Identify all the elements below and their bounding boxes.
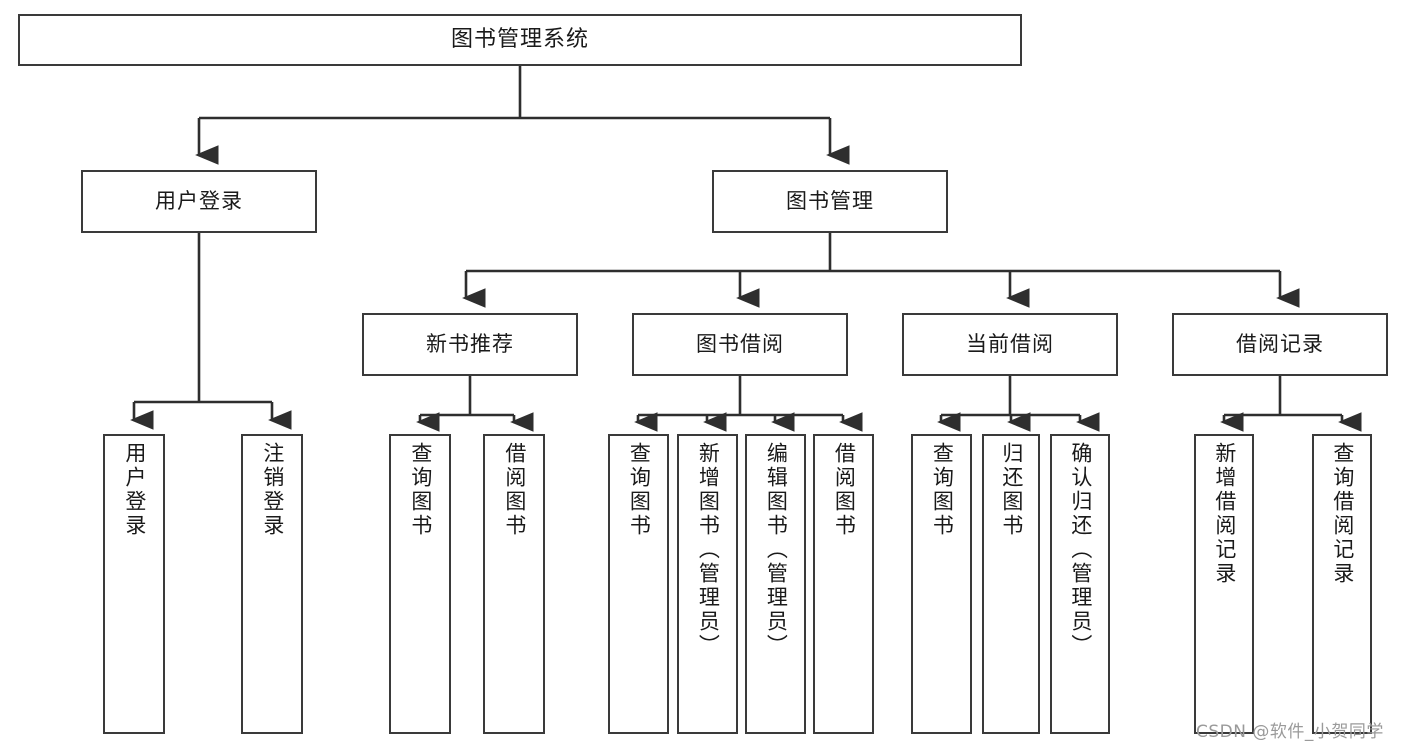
leaf-edit-book-admin-label: 编辑图书（管理员） bbox=[764, 442, 789, 658]
node-borrow-record-label: 借阅记录 bbox=[1236, 331, 1324, 356]
leaf-recommend-query-book-label: 查询图书 bbox=[408, 442, 433, 538]
leaf-borrow-query-book-label: 查询图书 bbox=[627, 442, 652, 538]
leaf-edit-book-admin[interactable]: 编辑图书（管理员） bbox=[745, 434, 806, 734]
leaf-recommend-borrow-book[interactable]: 借阅图书 bbox=[483, 434, 545, 734]
node-book-borrow-label: 图书借阅 bbox=[696, 331, 784, 356]
leaf-add-book-admin[interactable]: 新增图书（管理员） bbox=[677, 434, 738, 734]
leaf-query-borrow-record[interactable]: 查询借阅记录 bbox=[1312, 434, 1372, 734]
leaf-confirm-return-admin[interactable]: 确认归还（管理员） bbox=[1050, 434, 1110, 734]
watermark: CSDN @软件_小贺同学 bbox=[1196, 722, 1384, 742]
leaf-user-logout[interactable]: 注销登录 bbox=[241, 434, 303, 734]
leaf-add-book-admin-label: 新增图书（管理员） bbox=[696, 442, 721, 658]
node-current-borrow[interactable]: 当前借阅 bbox=[902, 313, 1118, 376]
node-root[interactable]: 图书管理系统 bbox=[18, 14, 1022, 66]
node-new-book-recommend[interactable]: 新书推荐 bbox=[362, 313, 578, 376]
leaf-current-query-book-label: 查询图书 bbox=[930, 442, 955, 538]
node-user-login-label: 用户登录 bbox=[155, 188, 243, 213]
leaf-add-borrow-record-label: 新增借阅记录 bbox=[1212, 442, 1237, 586]
leaf-return-book-label: 归还图书 bbox=[999, 442, 1024, 538]
leaf-recommend-borrow-book-label: 借阅图书 bbox=[502, 442, 527, 538]
node-book-management[interactable]: 图书管理 bbox=[712, 170, 948, 233]
leaf-user-login[interactable]: 用户登录 bbox=[103, 434, 165, 734]
leaf-add-borrow-record[interactable]: 新增借阅记录 bbox=[1194, 434, 1254, 734]
leaf-borrow-book[interactable]: 借阅图书 bbox=[813, 434, 874, 734]
node-root-label: 图书管理系统 bbox=[450, 26, 589, 52]
node-new-book-recommend-label: 新书推荐 bbox=[426, 331, 514, 356]
node-user-login[interactable]: 用户登录 bbox=[81, 170, 317, 233]
leaf-borrow-query-book[interactable]: 查询图书 bbox=[608, 434, 669, 734]
node-book-management-label: 图书管理 bbox=[786, 188, 874, 213]
leaf-confirm-return-admin-label: 确认归还（管理员） bbox=[1068, 442, 1093, 658]
leaf-user-logout-label: 注销登录 bbox=[260, 442, 285, 538]
leaf-borrow-book-label: 借阅图书 bbox=[832, 442, 857, 538]
leaf-return-book[interactable]: 归还图书 bbox=[982, 434, 1040, 734]
node-current-borrow-label: 当前借阅 bbox=[966, 331, 1054, 356]
leaf-user-login-label: 用户登录 bbox=[122, 442, 147, 538]
leaf-query-borrow-record-label: 查询借阅记录 bbox=[1330, 442, 1355, 586]
node-borrow-record[interactable]: 借阅记录 bbox=[1172, 313, 1388, 376]
leaf-recommend-query-book[interactable]: 查询图书 bbox=[389, 434, 451, 734]
leaf-current-query-book[interactable]: 查询图书 bbox=[911, 434, 972, 734]
node-book-borrow[interactable]: 图书借阅 bbox=[632, 313, 848, 376]
